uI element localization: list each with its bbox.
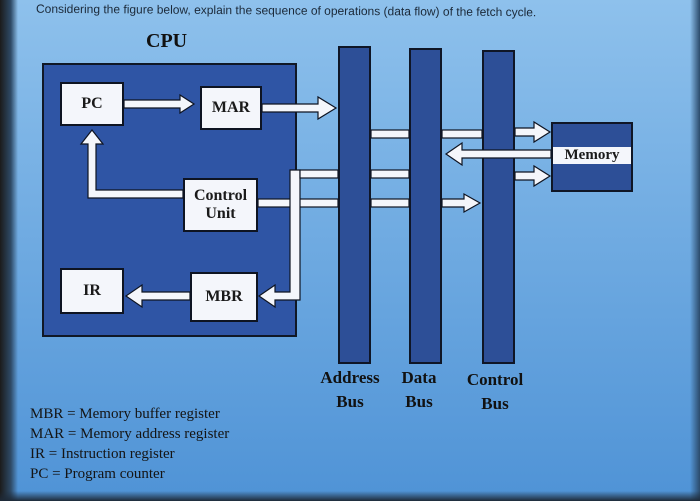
mbr-to-ir-arrow <box>124 283 191 309</box>
pc-to-mar-arrow <box>123 93 196 115</box>
mar-to-address-bus-arrow <box>261 95 338 121</box>
legend-item: MAR = Memory address register <box>30 426 230 442</box>
control-bus-label-line2: Bus <box>481 394 509 413</box>
cpu-title: CPU <box>146 30 188 52</box>
data-bus <box>409 48 442 364</box>
control-bus-label-line1: Control <box>466 370 524 389</box>
address-bus <box>338 46 371 364</box>
photo-edge-bottom <box>0 491 700 501</box>
control-unit: Control Unit <box>183 178 258 232</box>
photo-edge-right <box>690 0 700 501</box>
data-bus-label-line1: Data <box>401 368 437 387</box>
memory-block: Memory <box>551 122 633 192</box>
address-bus-label-line1: Address <box>320 368 380 387</box>
legend-item: IR = Instruction register <box>30 446 175 462</box>
data-bus-label-line2: Bus <box>405 392 433 411</box>
control-bus-to-memory-arrow <box>514 164 552 188</box>
memory-label: Memory <box>553 147 631 164</box>
data-bus-label: Data Bus <box>392 366 446 414</box>
memory-to-data-bus-arrow <box>444 141 552 167</box>
mbr-register: MBR <box>190 272 258 322</box>
address-bus-label: Address Bus <box>310 366 390 414</box>
ir-register: IR <box>60 268 124 314</box>
data-bus-to-mbr-arrow <box>257 169 410 309</box>
pc-register: PC <box>60 82 124 126</box>
control-unit-to-pc-arrow <box>79 129 184 199</box>
control-unit-label-line2: Unit <box>205 205 236 222</box>
legend: MBR = Memory buffer register MAR = Memor… <box>30 404 229 484</box>
control-unit-label-line1: Control <box>193 187 248 204</box>
mar-register: MAR <box>200 86 262 130</box>
control-bus-label: Control Bus <box>454 368 536 416</box>
legend-item: PC = Program counter <box>30 466 165 482</box>
photo-edge-left <box>0 0 18 501</box>
legend-item: MBR = Memory buffer register <box>30 406 220 422</box>
address-bus-label-line2: Bus <box>336 392 364 411</box>
control-bus <box>482 50 515 364</box>
address-bus-to-memory-arrow <box>370 120 552 144</box>
